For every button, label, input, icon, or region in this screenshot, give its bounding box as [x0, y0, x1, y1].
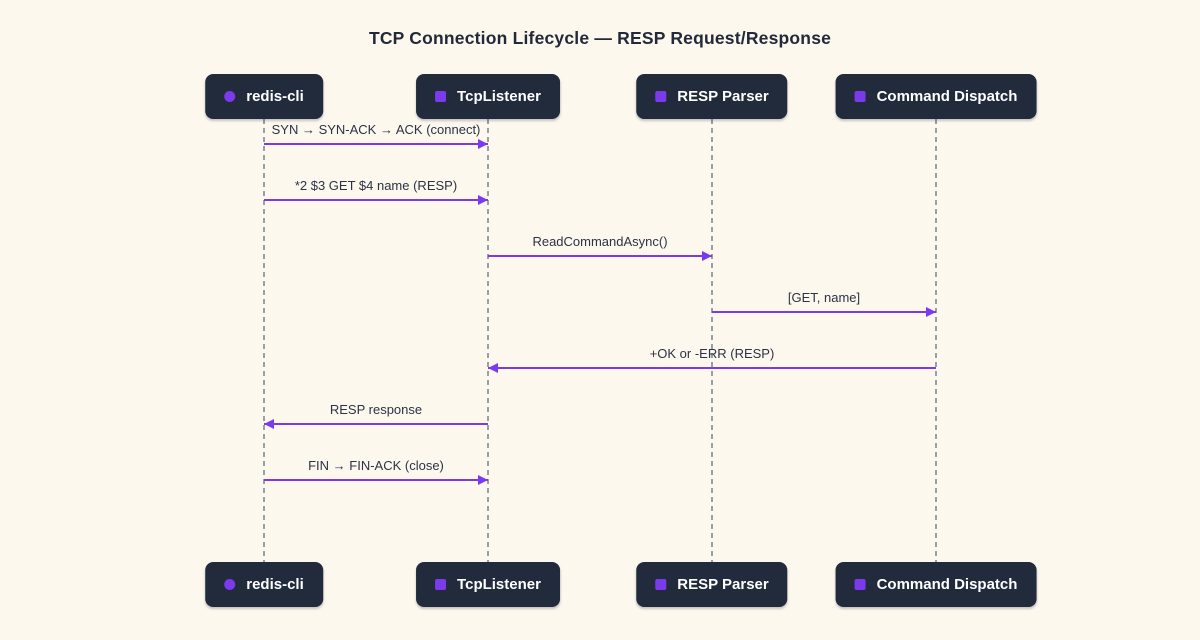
actor-redis-cli-top: redis-cli	[205, 74, 323, 119]
square-icon	[655, 579, 667, 590]
actor-tcplistener-top: TcpListener	[416, 74, 560, 119]
message-resp-get: *2 $3 GET $4 name (RESP)	[264, 177, 488, 205]
message-label: [GET, name]	[787, 290, 861, 305]
message-label: *2 $3 GET $4 name (RESP)	[294, 178, 458, 193]
circle-icon	[224, 91, 236, 102]
actor-label: redis-cli	[246, 576, 304, 593]
message-label: RESP response	[329, 402, 423, 417]
diagram-title: TCP Connection Lifecycle — RESP Request/…	[368, 28, 832, 48]
message-syn-ack: SYN → SYN-ACK → ACK (connect)	[264, 121, 488, 149]
message-fin-close: FIN → FIN-ACK (close)	[264, 457, 488, 485]
arrow-right-icon	[264, 195, 488, 205]
message-resp-response: RESP response	[264, 401, 488, 429]
actor-label: TcpListener	[457, 576, 541, 593]
arrow-left-icon	[264, 419, 488, 429]
actor-tcplistener-bottom: TcpListener	[416, 562, 560, 607]
circle-icon	[224, 579, 236, 590]
actor-label: redis-cli	[246, 88, 304, 105]
actor-label: Command Dispatch	[876, 576, 1018, 593]
actor-resp-parser-bottom: RESP Parser	[636, 562, 788, 607]
actor-command-dispatch-top: Command Dispatch	[835, 74, 1037, 119]
message-label: SYN → SYN-ACK → ACK (connect)	[271, 122, 481, 137]
actor-resp-parser-top: RESP Parser	[636, 74, 788, 119]
actor-label: RESP Parser	[677, 88, 769, 105]
actor-label: Command Dispatch	[876, 88, 1018, 105]
square-icon	[854, 91, 866, 102]
message-label: FIN → FIN-ACK (close)	[308, 458, 444, 473]
message-label: ReadCommandAsync()	[532, 234, 668, 249]
lifeline-command-dispatch	[935, 119, 937, 562]
lifeline-tcplistener	[487, 119, 489, 562]
actor-label: RESP Parser	[677, 576, 769, 593]
message-get-name: [GET, name]	[712, 289, 936, 317]
square-icon	[655, 91, 667, 102]
square-icon	[435, 91, 447, 102]
square-icon	[435, 579, 447, 590]
lifeline-resp-parser	[711, 119, 713, 562]
arrow-left-icon	[488, 363, 936, 373]
actor-label: TcpListener	[457, 88, 541, 105]
arrow-right-icon	[488, 251, 712, 261]
square-icon	[854, 579, 866, 590]
actor-command-dispatch-bottom: Command Dispatch	[835, 562, 1037, 607]
message-read-command-async: ReadCommandAsync()	[488, 233, 712, 261]
arrow-right-icon	[264, 139, 488, 149]
lifeline-redis-cli	[263, 119, 265, 562]
message-ok-or-err: +OK or -ERR (RESP)	[488, 345, 936, 373]
actor-redis-cli-bottom: redis-cli	[205, 562, 323, 607]
message-label: +OK or -ERR (RESP)	[649, 346, 775, 361]
arrow-right-icon	[712, 307, 936, 317]
arrow-right-icon	[264, 475, 488, 485]
